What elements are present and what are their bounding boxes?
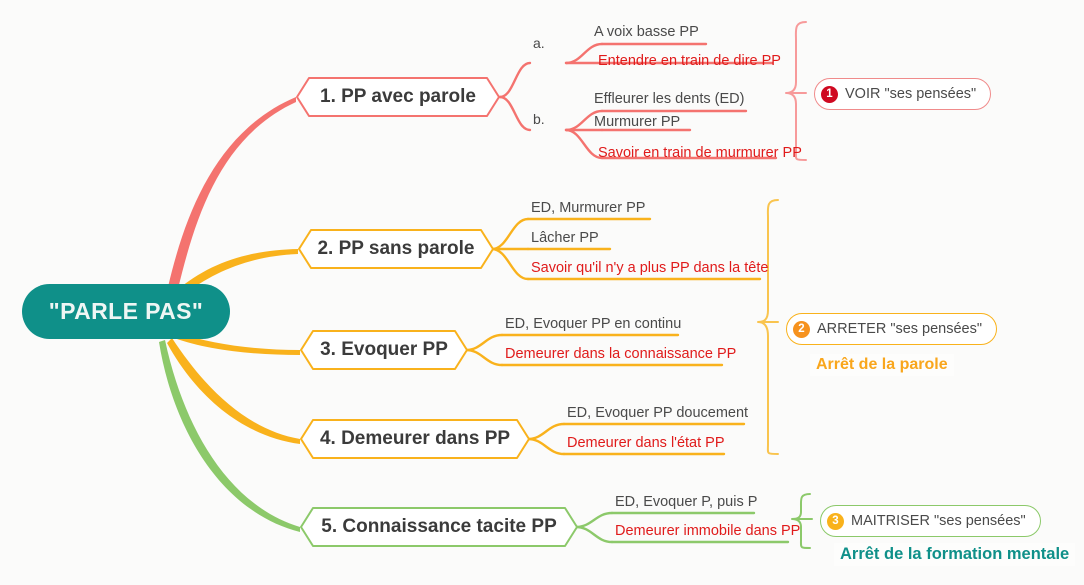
subconnectors-branch-2 [490,217,530,281]
branch-node-1[interactable]: 1. PP avec parole [296,77,500,117]
summary-label-3: MAITRISER "ses pensées" [851,513,1026,529]
summary-badge-3-icon: 3 [827,512,844,530]
leaf-b1-a-1[interactable]: A voix basse PP [594,24,699,40]
central-node[interactable]: "PARLE PAS" [22,284,230,339]
summary-badge-2-icon: 2 [793,320,810,338]
subconnectors-branch-4 [526,422,566,456]
branch-node-2[interactable]: 2. PP sans parole [298,229,494,269]
branch-node-5[interactable]: 5. Connaissance tacite PP [300,507,578,547]
subgroup-index-b: b. [533,111,545,127]
leaf-b3-1[interactable]: ED, Evoquer PP en continu [505,316,682,332]
leaf-b5-1[interactable]: ED, Evoquer P, puis P [615,494,758,510]
bracket-summary-2 [757,199,779,455]
summary-caption-3: Arrêt de la formation mentale [834,543,1076,566]
leaf-b2-2[interactable]: Lâcher PP [531,230,599,246]
leaf-b5-2[interactable]: Demeurer immobile dans PP [615,523,801,539]
leaf-b1-b-1[interactable]: Effleurer les dents (ED) [594,91,745,107]
summary-node-3[interactable]: 3 MAITRISER "ses pensées" [820,505,1041,537]
leaf-b4-2[interactable]: Demeurer dans l'état PP [567,435,725,451]
summary-label-2: ARRETER "ses pensées" [817,321,983,337]
summary-label-1: VOIR "ses pensées" [845,86,977,102]
subconnectors-branch-1 [498,42,604,160]
subconnectors-branch-5 [574,511,614,544]
trunk-branch-4 [167,338,300,444]
leaf-b4-1[interactable]: ED, Evoquer PP doucement [567,405,749,421]
branch-node-5-label: 5. Connaissance tacite PP [321,516,557,537]
branch-node-2-label: 2. PP sans parole [317,238,475,259]
leaf-b1-a-2[interactable]: Entendre en train de dire PP [598,53,781,69]
central-node-label: "PARLE PAS" [48,298,204,324]
leaf-b2-1[interactable]: ED, Murmurer PP [531,200,646,216]
leaf-b1-b-2[interactable]: Murmurer PP [594,114,681,130]
leaf-b2-3[interactable]: Savoir qu'il n'y a plus PP dans la tête [531,260,769,276]
branch-node-3[interactable]: 3. Evoquer PP [300,330,468,370]
summary-badge-1-icon: 1 [821,85,838,103]
leaf-b1-b-3[interactable]: Savoir en train de murmurer PP [598,145,802,161]
branch-node-4[interactable]: 4. Demeurer dans PP [300,419,530,459]
trunk-branch-5 [159,340,300,532]
subconnectors-branch-3 [464,333,504,367]
subgroup-index-a: a. [533,35,545,51]
leaf-b3-2[interactable]: Demeurer dans la connaissance PP [505,346,737,362]
summary-node-1[interactable]: 1 VOIR "ses pensées" [814,78,992,110]
trunk-branch-1 [168,97,296,289]
branch-node-4-label: 4. Demeurer dans PP [319,428,511,449]
bracket-summary-3 [791,493,813,549]
branch-node-3-label: 3. Evoquer PP [320,339,448,360]
branch-node-1-label: 1. PP avec parole [320,86,476,107]
summary-caption-2: Arrêt de la parole [810,354,954,376]
bracket-summary-1 [785,21,807,161]
summary-node-2[interactable]: 2 ARRETER "ses pensées" [786,313,998,345]
